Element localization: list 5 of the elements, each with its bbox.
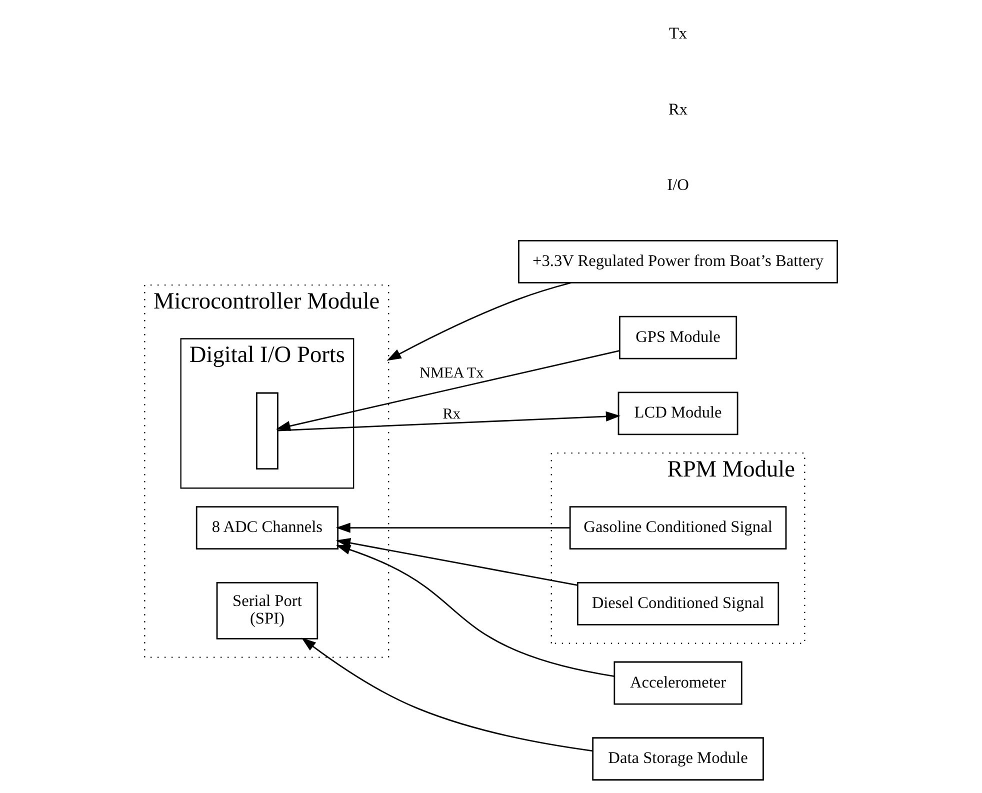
label: Rx: [668, 99, 688, 118]
edge-label: NMEA Tx: [420, 364, 484, 382]
edge-label: Rx: [442, 406, 460, 423]
label: Tx: [668, 23, 688, 42]
label: I/O: [667, 175, 689, 194]
